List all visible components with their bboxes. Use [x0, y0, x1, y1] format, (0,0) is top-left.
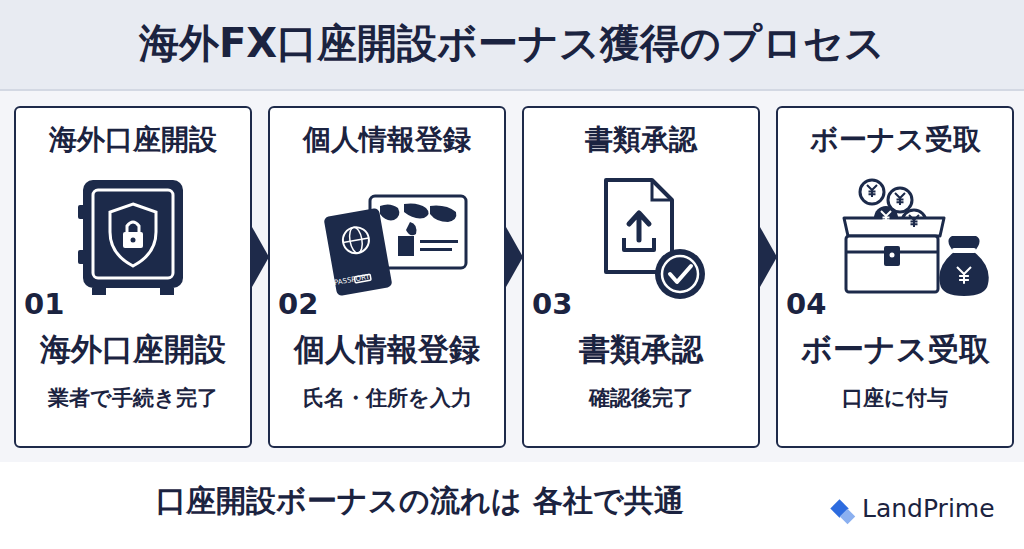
title-band [0, 0, 1024, 90]
panel-fills-part [268, 106, 506, 448]
logo-mark-part [840, 509, 856, 525]
safe-icon-part [93, 190, 173, 278]
step-title: 書類承認 [524, 332, 758, 368]
treasure-icon-part [846, 236, 938, 292]
step-number: 03 [532, 288, 572, 321]
passport-icon-part-part [323, 208, 392, 297]
passport-icon-part [323, 208, 392, 297]
yen-symbol [957, 267, 971, 284]
passport-icon-part [420, 248, 452, 251]
passport-icon-part [398, 236, 414, 256]
passport-icon-part-part [343, 238, 369, 243]
step-title: 海外口座開設 [16, 332, 250, 368]
yen-symbol [867, 185, 877, 197]
logo-text: LandPrime [862, 495, 995, 524]
step-heading: 書類承認 [524, 124, 758, 156]
treasure-icon-part [860, 180, 884, 204]
panel-fills [14, 106, 1014, 448]
safe-icon-part [78, 250, 86, 264]
chevron-shape [252, 227, 269, 287]
step-title: ボーナス受取 [778, 332, 1012, 368]
step-panel: ボーナス受取 04 ボーナス受取口座に付与 [776, 106, 1014, 448]
treasure-icon-part [939, 236, 988, 296]
panel-fills-part [522, 106, 760, 448]
panel-fills-part [776, 106, 1014, 448]
safe-icon-part [131, 238, 136, 243]
step-heading: 個人情報登録 [270, 124, 504, 156]
treasure-icon-part [890, 253, 895, 258]
document-icon-part [655, 249, 705, 299]
panel-fills-part [14, 106, 252, 448]
step-heading: ボーナス受取 [778, 124, 1012, 156]
chevron-shape [506, 227, 523, 287]
document-icon-part [624, 238, 654, 250]
step-panel: 書類承認 03 書類承認確認後完了 [522, 106, 760, 448]
step-number: 04 [786, 288, 826, 321]
title: 海外FX口座開設ボーナス獲得のプロセス [0, 20, 1024, 66]
passport-icon-part [420, 240, 458, 243]
safe-icon-part [78, 205, 86, 219]
document-icon-part [629, 213, 649, 240]
logo-mark [830, 499, 855, 524]
treasure-icon-part [884, 246, 900, 266]
chevron-arrow [506, 227, 523, 287]
chevron-shape [760, 227, 777, 287]
passport-icon-part [380, 204, 456, 236]
document-icon-part [662, 256, 698, 292]
yen-symbol [909, 215, 919, 227]
passport-icon [323, 196, 466, 296]
step-panel: 個人情報登録 02 個人情報登録氏名・住所を入力 [268, 106, 506, 448]
chevron-arrow [252, 227, 269, 287]
step-number: 01 [24, 288, 64, 321]
document-icon-part [652, 180, 672, 200]
safe-icon-part [123, 232, 143, 248]
document-icon [606, 180, 705, 299]
caption: 口座開設ボーナスの流れは 各社で共通 [0, 484, 840, 519]
step-note: 確認後完了 [524, 386, 758, 410]
safe-icon-part [127, 222, 139, 232]
step-note: 業者で手続き完了 [16, 386, 250, 410]
caption-band [0, 462, 1024, 549]
step-panel: 海外口座開設 01 海外口座開設業者で手続き完了 [14, 106, 252, 448]
passport-icon-part-part [341, 225, 371, 255]
step-number: 02 [278, 288, 318, 321]
safe-icon [78, 180, 183, 295]
yen-symbol [895, 193, 905, 205]
passport-label: PASSPORT [334, 273, 371, 287]
safe-icon-part [160, 288, 174, 295]
safe-icon-part [92, 288, 106, 295]
document-icon-part [670, 266, 691, 282]
step-heading: 海外口座開設 [16, 124, 250, 156]
yen-symbol [881, 211, 891, 223]
treasure-icon-part [844, 218, 944, 236]
treasure-icon [844, 180, 989, 296]
step-title: 個人情報登録 [270, 332, 504, 368]
safe-icon-part [110, 204, 156, 266]
safe-icon-part [83, 180, 183, 288]
chevron-arrow [760, 227, 777, 287]
treasure-icon-part [952, 248, 976, 253]
step-note: 口座に付与 [778, 386, 1012, 410]
step-note: 氏名・住所を入力 [270, 386, 504, 410]
title-rule [0, 89, 1024, 91]
